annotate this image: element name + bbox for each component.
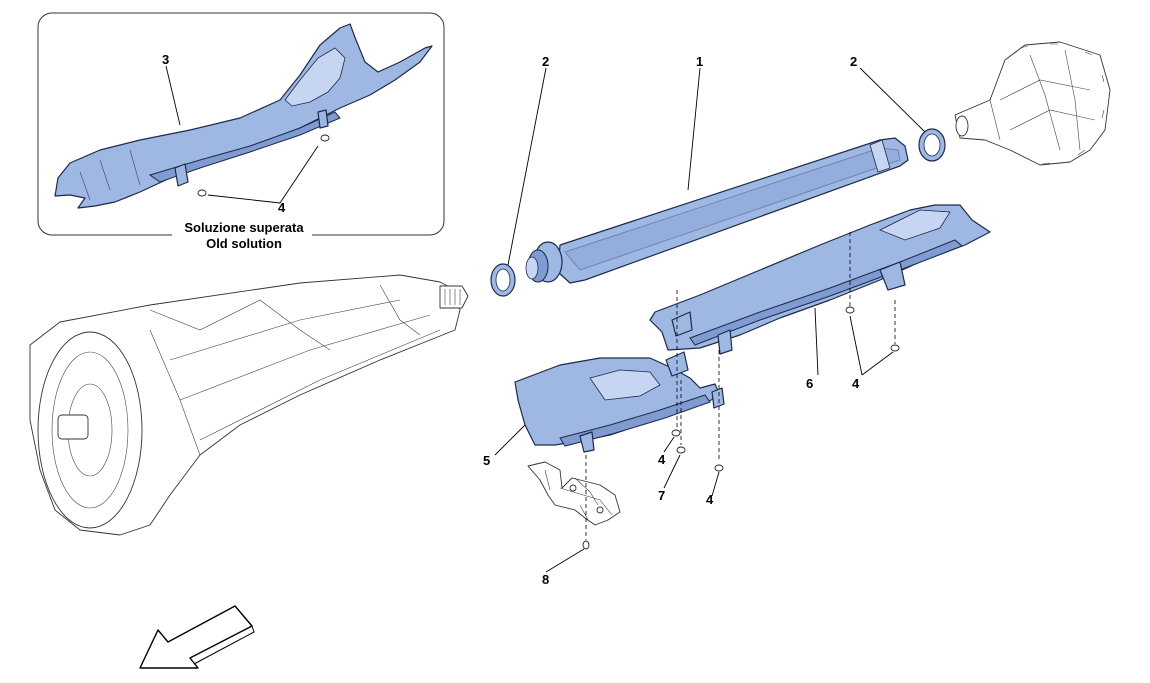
screw-icon (582, 540, 590, 550)
bolt-icon (676, 446, 686, 454)
snap-ring-right (918, 128, 946, 162)
callout-6: 6 (806, 376, 813, 391)
heat-shield-rear (649, 204, 991, 355)
inset-caption-english: Old solution (206, 236, 282, 251)
callout-5: 5 (483, 453, 490, 468)
callout-4-mid: 4 (658, 452, 666, 467)
nut-icon (197, 189, 207, 197)
callout-3: 3 (162, 52, 169, 67)
nut-icon (714, 464, 724, 472)
nut-icon (671, 429, 681, 437)
front-direction-arrow-icon (139, 605, 255, 669)
callout-7: 7 (658, 488, 665, 503)
heat-shield-front (514, 351, 725, 453)
nut-icon (890, 344, 900, 352)
drive-shaft (525, 137, 909, 284)
rear-gearbox (954, 41, 1111, 166)
callout-8: 8 (542, 572, 549, 587)
callout-2-left: 2 (542, 54, 549, 69)
callout-4-right: 4 (852, 376, 860, 391)
bracket-assembly (527, 461, 621, 526)
callout-4-low: 4 (706, 492, 714, 507)
callout-2-right: 2 (850, 54, 857, 69)
inset-caption-italian: Soluzione superata (184, 220, 304, 235)
heat-shield-old (54, 23, 433, 209)
snap-ring-left (490, 263, 516, 297)
old-solution-inset: 3 4 Soluzione superata Old solution (37, 12, 445, 251)
callout-4-inset: 4 (278, 200, 286, 215)
transmission-housing (29, 274, 469, 536)
nut-icon (845, 306, 855, 314)
nut-icon (320, 134, 330, 142)
callout-1: 1 (696, 54, 703, 69)
